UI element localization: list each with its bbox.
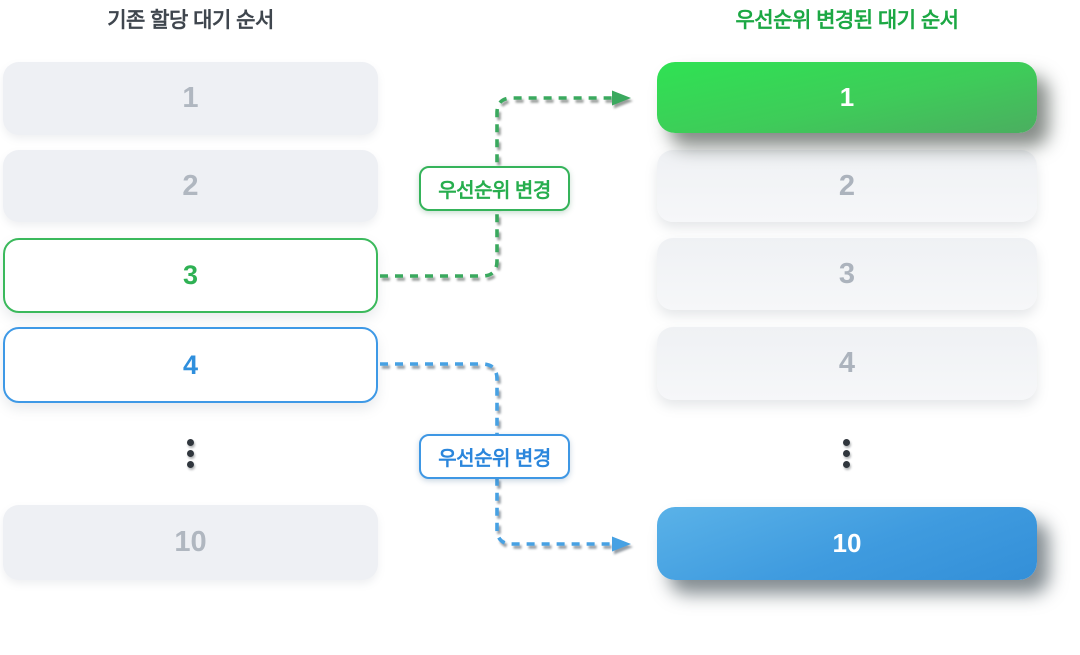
right-column-title: 우선순위 변경된 대기 순서 (735, 9, 959, 32)
dot (842, 461, 850, 468)
dot (186, 461, 194, 468)
left-queue-item-1: 1 (3, 62, 378, 135)
dot (842, 439, 850, 446)
left-queue-item-3: 3 (3, 238, 378, 313)
right-queue-item-3: 3 (657, 238, 1037, 310)
left-ellipsis-dots (186, 439, 194, 468)
priority-change-badge-green: 우선순위 변경 (419, 166, 570, 211)
dot (842, 450, 850, 457)
right-queue-item-4: 4 (657, 327, 1037, 400)
blue-arrow-head-icon (612, 536, 631, 552)
right-queue-item-2: 2 (657, 150, 1037, 222)
right-queue-item-1: 1 (657, 62, 1037, 133)
right-queue-item-10: 10 (657, 507, 1037, 580)
priority-change-badge-blue: 우선순위 변경 (419, 434, 570, 479)
right-ellipsis-dots (842, 439, 850, 468)
dot (186, 439, 194, 446)
left-column-title: 기존 할당 대기 순서 (107, 9, 274, 32)
green-arrow-head-icon (612, 90, 631, 106)
left-queue-item-10: 10 (3, 505, 378, 580)
dot (186, 450, 194, 457)
left-queue-item-2: 2 (3, 150, 378, 222)
left-queue-item-4: 4 (3, 327, 378, 403)
